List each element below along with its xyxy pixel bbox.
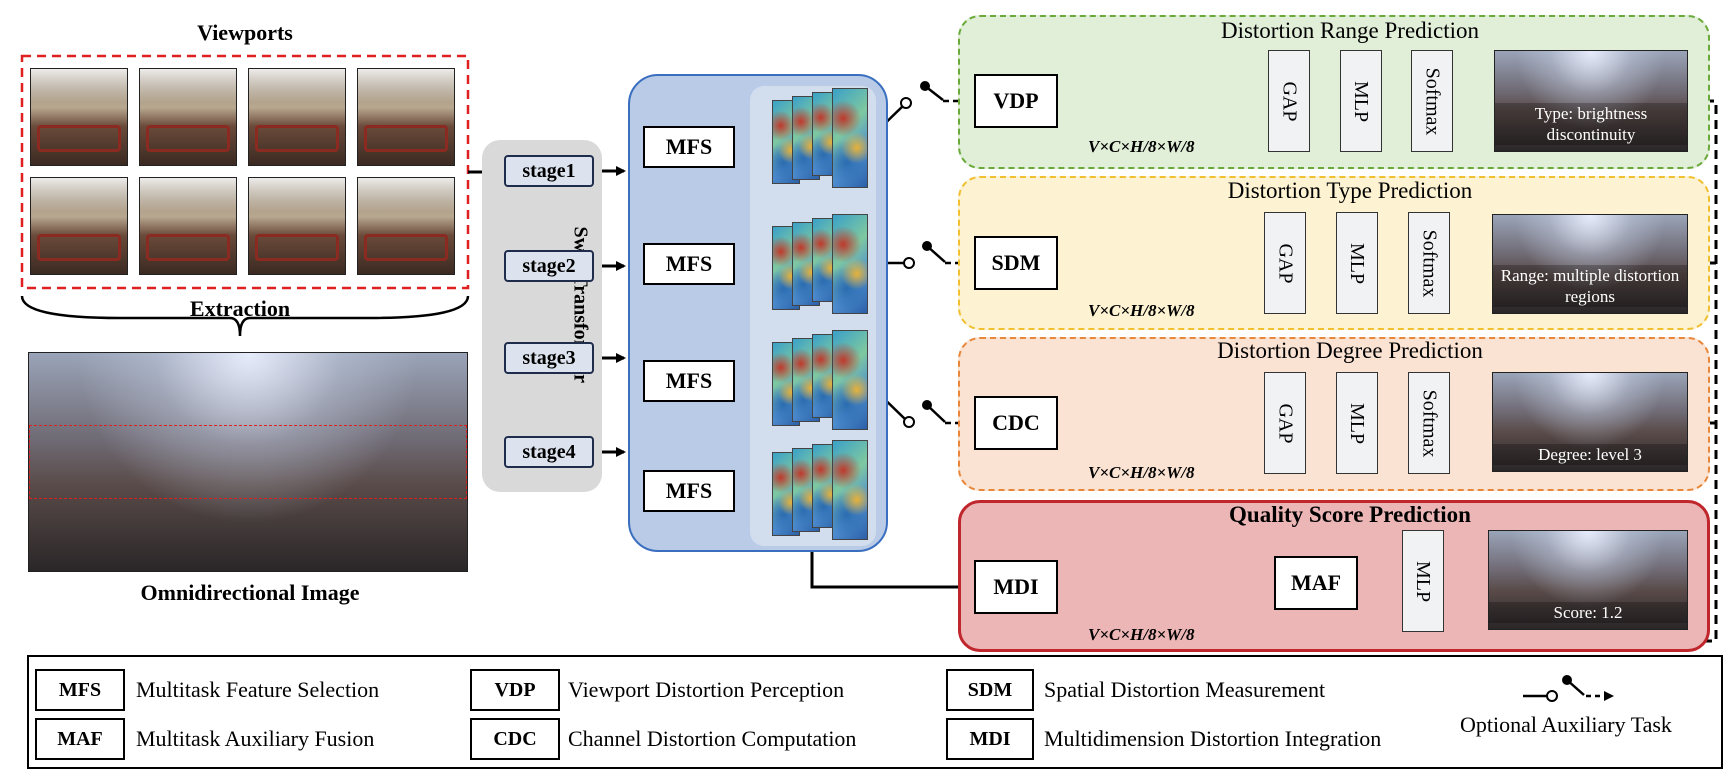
output-degree: Degree: level 3 bbox=[1492, 372, 1688, 472]
task-title-quality: Quality Score Prediction bbox=[1229, 502, 1471, 527]
mdi-block: MDI bbox=[974, 560, 1058, 614]
legend-text-vdp: Viewport Distortion Perception bbox=[568, 677, 845, 702]
heatmap bbox=[832, 88, 868, 188]
extraction-label: Extraction bbox=[189, 296, 291, 321]
maf-block: MAF bbox=[1274, 556, 1358, 610]
tensor-label: V×C×H/8×W/8 bbox=[1088, 301, 1195, 320]
mlp-block: MLP bbox=[1336, 212, 1378, 314]
cdc-block: CDC bbox=[974, 396, 1058, 450]
legend-abbr-mdi: MDI bbox=[946, 718, 1034, 760]
legend-text-sdm: Spatial Distortion Measurement bbox=[1044, 677, 1326, 702]
viewport-image bbox=[248, 177, 346, 275]
task-title-degree: Distortion Degree Prediction bbox=[1217, 338, 1483, 363]
vdp-block: VDP bbox=[974, 74, 1058, 128]
gap-block: GAP bbox=[1264, 212, 1306, 314]
optional-switch-icon bbox=[1523, 675, 1614, 702]
task-title-type: Distortion Type Prediction bbox=[1227, 178, 1473, 203]
gap-block: GAP bbox=[1268, 50, 1310, 152]
softmax-block: Softmax bbox=[1408, 212, 1450, 314]
mfs-block-3: MFS bbox=[643, 360, 735, 402]
viewport-image bbox=[139, 177, 237, 275]
legend-text-mdi: Multidimension Distortion Integration bbox=[1044, 726, 1382, 751]
viewport-image bbox=[357, 177, 455, 275]
task-title-range: Distortion Range Prediction bbox=[1220, 18, 1480, 43]
stage-3: stage3 bbox=[504, 342, 594, 374]
legend-abbr-cdc: CDC bbox=[470, 718, 560, 760]
extraction-band bbox=[29, 425, 467, 499]
tensor-label: V×C×H/8×W/8 bbox=[1088, 137, 1195, 156]
sdm-block: SDM bbox=[974, 236, 1058, 290]
softmax-block: Softmax bbox=[1408, 372, 1450, 474]
stage-4: stage4 bbox=[504, 436, 594, 468]
legend-frame bbox=[27, 655, 1723, 769]
viewport-image bbox=[248, 68, 346, 166]
legend-text-maf: Multitask Auxiliary Fusion bbox=[136, 726, 375, 751]
legend-optional-task: Optional Auxiliary Task bbox=[1460, 712, 1672, 737]
mlp-block: MLP bbox=[1402, 530, 1444, 632]
legend-text-cdc: Channel Distortion Computation bbox=[568, 726, 857, 751]
swin-backbone bbox=[482, 140, 602, 492]
legend-text-mfs: Multitask Feature Selection bbox=[136, 677, 380, 702]
heatmap bbox=[832, 440, 868, 540]
legend-abbr-mfs: MFS bbox=[35, 669, 125, 711]
mfs-block-4: MFS bbox=[643, 470, 735, 512]
omnidirectional-image bbox=[28, 352, 468, 572]
heatmap bbox=[832, 330, 868, 430]
mlp-block: MLP bbox=[1340, 50, 1382, 152]
viewport-image bbox=[139, 68, 237, 166]
mfs-block-1: MFS bbox=[643, 126, 735, 168]
gap-block: GAP bbox=[1264, 372, 1306, 474]
omni-image-label: Omnidirectional Image bbox=[140, 580, 360, 605]
stage-1: stage1 bbox=[504, 155, 594, 187]
stage-2: stage2 bbox=[504, 250, 594, 282]
viewport-image bbox=[357, 68, 455, 166]
tensor-label: V×C×H/8×W/8 bbox=[1088, 463, 1195, 482]
heatmap bbox=[832, 214, 868, 314]
legend-abbr-maf: MAF bbox=[35, 718, 125, 760]
legend-abbr-sdm: SDM bbox=[946, 669, 1034, 711]
output-range: Type: brightness discontinuity bbox=[1494, 50, 1688, 152]
viewport-image bbox=[30, 177, 128, 275]
tensor-label: V×C×H/8×W/8 bbox=[1088, 625, 1195, 644]
mlp-block: MLP bbox=[1336, 372, 1378, 474]
legend-abbr-vdp: VDP bbox=[470, 669, 560, 711]
output-quality: Score: 1.2 bbox=[1488, 530, 1688, 630]
mfs-block-2: MFS bbox=[643, 243, 735, 285]
output-type: Range: multiple distortion regions bbox=[1492, 214, 1688, 314]
viewports-title: Viewports bbox=[197, 20, 293, 45]
extraction-brace bbox=[20, 295, 470, 337]
viewport-image bbox=[30, 68, 128, 166]
softmax-block: Softmax bbox=[1411, 50, 1453, 152]
